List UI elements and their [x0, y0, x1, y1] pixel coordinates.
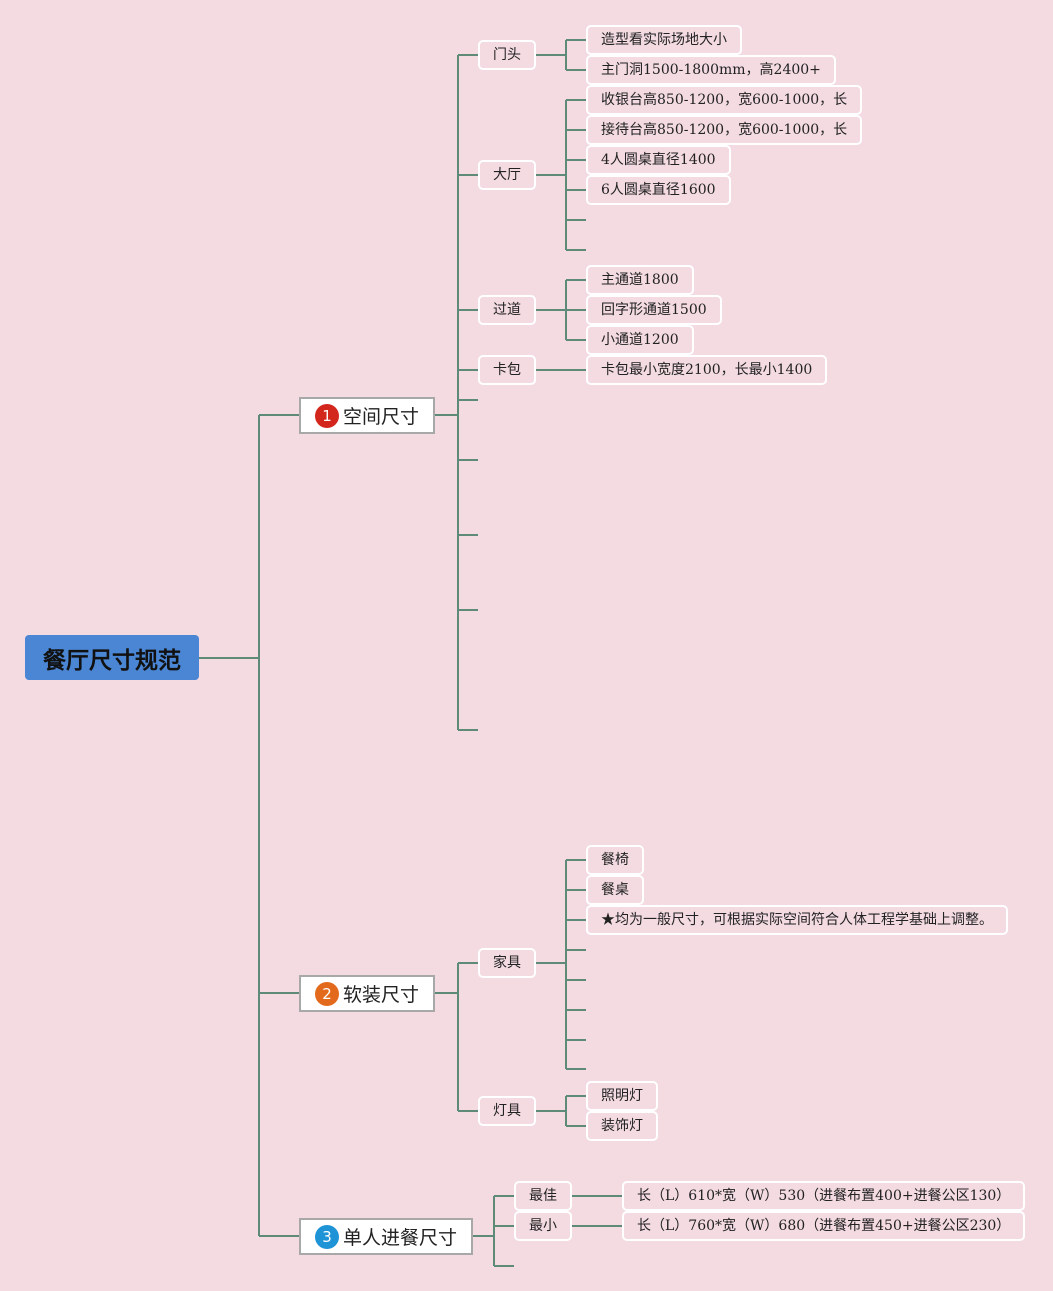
leaf-door-item[interactable]: 造型看实际场地大小	[586, 25, 742, 55]
leaf-aisle-item[interactable]: 回字形通道1500	[586, 295, 722, 325]
leaf-hall-item[interactable]: 6人圆桌直径1600	[586, 175, 731, 205]
topic-label: 软装尺寸	[343, 984, 420, 1006]
leaf-furniture-item[interactable]: 餐椅	[586, 845, 644, 875]
topic-single-dining-dimensions[interactable]: 3 单人进餐尺寸	[299, 1218, 474, 1255]
subtopic-hall[interactable]: 大厅	[478, 160, 536, 190]
topic-space-dimensions[interactable]: 1 空间尺寸	[299, 397, 436, 434]
subtopic-furniture[interactable]: 家具	[478, 948, 536, 978]
subtopic-booth[interactable]: 卡包	[478, 355, 536, 385]
leaf-best-value[interactable]: 长（L）610*宽（W）530（进餐布置400+进餐公区130）	[622, 1181, 1026, 1211]
leaf-furniture-note[interactable]: ★均为一般尺寸，可根据实际空间符合人体工程学基础上调整。	[586, 905, 1008, 935]
leaf-aisle-item[interactable]: 小通道1200	[586, 325, 694, 355]
leaf-aisle-item[interactable]: 主通道1800	[586, 265, 694, 295]
root-topic[interactable]: 餐厅尺寸规范	[25, 635, 199, 680]
topic-label: 单人进餐尺寸	[343, 1227, 458, 1249]
subtopic-best[interactable]: 最佳	[514, 1181, 572, 1211]
number-badge-1: 1	[315, 403, 339, 428]
root-topic-label: 餐厅尺寸规范	[43, 647, 181, 674]
topic-label: 空间尺寸	[343, 406, 420, 428]
leaf-hall-item[interactable]: 4人圆桌直径1400	[586, 145, 731, 175]
number-badge-2: 2	[315, 981, 339, 1006]
leaf-door-item[interactable]: 主门洞1500-1800mm，高2400+	[586, 55, 836, 85]
topic-soft-furnishing-dimensions[interactable]: 2 软装尺寸	[299, 975, 436, 1012]
subtopic-min[interactable]: 最小	[514, 1211, 572, 1241]
leaf-lamp-item[interactable]: 装饰灯	[586, 1111, 658, 1141]
leaf-lamp-item[interactable]: 照明灯	[586, 1081, 658, 1111]
leaf-hall-item[interactable]: 收银台高850-1200，宽600-1000，长	[586, 85, 863, 115]
subtopic-door[interactable]: 门头	[478, 40, 536, 70]
number-badge-3: 3	[315, 1224, 339, 1249]
leaf-furniture-item[interactable]: 餐桌	[586, 875, 644, 905]
subtopic-aisle[interactable]: 过道	[478, 295, 536, 325]
leaf-booth-item[interactable]: 卡包最小宽度2100，长最小1400	[586, 355, 828, 385]
leaf-hall-item[interactable]: 接待台高850-1200，宽600-1000，长	[586, 115, 863, 145]
subtopic-lamps[interactable]: 灯具	[478, 1096, 536, 1126]
leaf-min-value[interactable]: 长（L）760*宽（W）680（进餐布置450+进餐公区230）	[622, 1211, 1026, 1241]
